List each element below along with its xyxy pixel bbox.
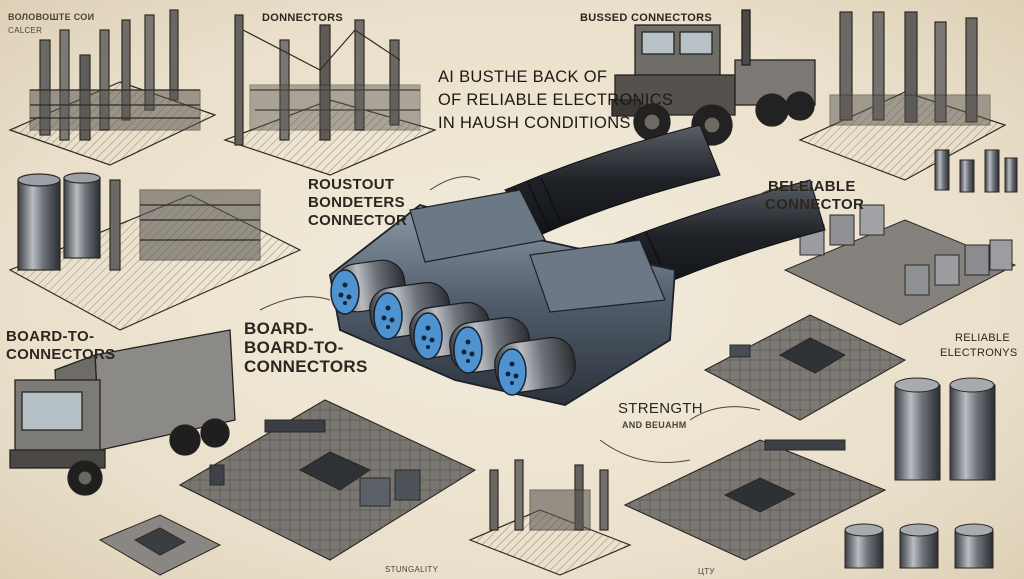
truck-top xyxy=(611,9,816,146)
board-label-mid-2: BOARD-TO- xyxy=(244,338,344,357)
relay-block-right xyxy=(783,204,1017,326)
circuit-board-right-middle xyxy=(703,314,907,421)
strength-label: STRENGTH xyxy=(618,400,703,417)
bussed-connectors-label: BUSSED CONNECTORS xyxy=(580,12,713,24)
connectors-label-left: CONNECTORS xyxy=(6,346,116,363)
beleiable-label-2: CONNECTOR xyxy=(765,196,865,213)
circuit-board-bottom-center xyxy=(178,399,477,561)
truck-bottom-left xyxy=(9,329,236,496)
headline: AI BUSTHE BACK OF OF RELIABLE ELECTRONIC… xyxy=(438,66,674,135)
board-label-mid-1: BOARD- xyxy=(244,319,314,338)
reliable-label-2: ELECTRONYS xyxy=(940,347,1018,359)
central-connector xyxy=(329,124,826,406)
factory-top-right xyxy=(798,11,1007,181)
stunegality-label: STUNGALITY xyxy=(385,565,439,574)
connectors-top-label: DONNECTORS xyxy=(262,12,344,24)
factory-top-left xyxy=(8,9,217,166)
circuit-board-bottom-left xyxy=(98,514,222,576)
headline-line-3: IN HAUSH CONDITIONS xyxy=(438,114,631,132)
roustout-label-3: CONNECTOR xyxy=(308,212,408,229)
roustout-label-2: BONDETERS xyxy=(308,194,405,211)
bottom-right-tag: ЦТУ xyxy=(698,567,715,576)
headline-line-2: OF RELIABLE ELECTRONICS xyxy=(438,91,674,109)
capacitors-top-right xyxy=(934,149,1018,193)
board-label-mid-3: CONNECTORS xyxy=(244,357,368,376)
capacitors-bottom-right xyxy=(844,377,996,569)
top-left-subtag: CALCER xyxy=(8,26,43,35)
beleiable-label-1: BELEIABLE xyxy=(768,178,856,195)
sketch-arrows xyxy=(259,176,811,463)
factory-bottom-center xyxy=(468,459,632,576)
board-to-label-left: BOARD-TO- xyxy=(6,328,95,345)
factory-top-center xyxy=(223,14,437,176)
top-left-tag: ВОЛОВОШТЕ СОИ xyxy=(8,12,95,22)
roustout-label-1: ROUSTOUT xyxy=(308,176,395,193)
reliable-label-1: RELIABLE xyxy=(955,332,1010,344)
factory-left-middle xyxy=(8,172,302,331)
strength-sub-label: AND BEUAHM xyxy=(622,420,687,430)
circuit-board-bottom-right xyxy=(623,439,887,561)
headline-line-1: AI BUSTHE BACK OF xyxy=(438,68,608,86)
